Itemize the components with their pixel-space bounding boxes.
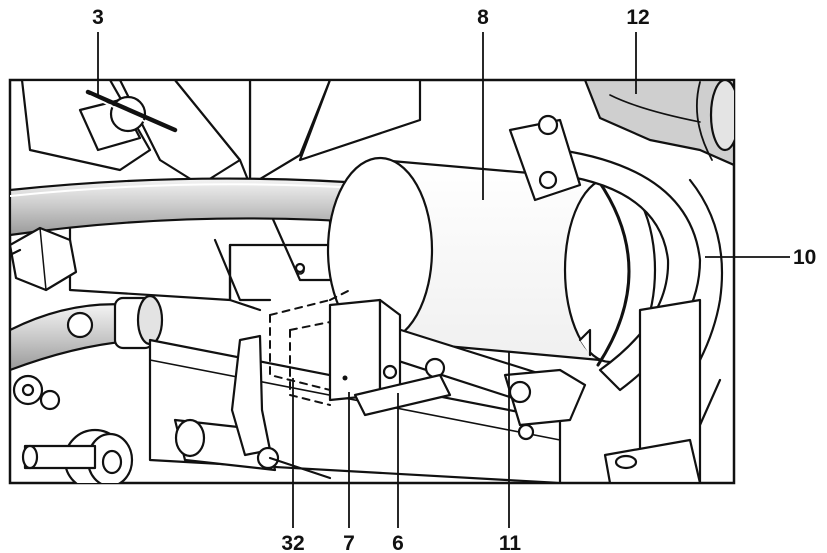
callout-11: 11: [499, 532, 522, 553]
wheel: [21, 428, 134, 483]
cylinder-8: [326, 156, 657, 367]
screw-3: [78, 89, 178, 152]
lever: [173, 334, 332, 480]
callout-32: 32: [281, 532, 304, 553]
clip: [503, 328, 592, 441]
callouts: 3 8 12 10 32 7 6 11: [92, 6, 816, 553]
left-fitting: [10, 226, 78, 292]
callout-3: 3: [92, 6, 104, 29]
callout-8: 8: [477, 6, 489, 29]
callout-12: 12: [626, 6, 649, 29]
callout-10: 10: [793, 246, 816, 269]
block-6: [353, 373, 452, 417]
callout-6: 6: [392, 532, 404, 553]
callout-7: 7: [343, 532, 355, 553]
block-7: [328, 298, 402, 402]
machine-assembly: [10, 80, 734, 483]
hidden-lines-32: [269, 289, 351, 406]
leader-lines: [97, 32, 790, 528]
